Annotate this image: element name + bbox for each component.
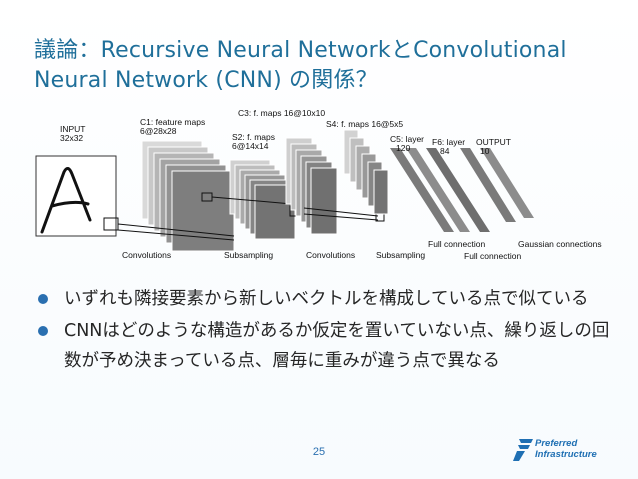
f6-label: F6: layer xyxy=(432,137,465,147)
bullet-list: いずれも隣接要素から新しいベクトルを構成している点で似ている CNNはどのような… xyxy=(38,284,618,378)
input-size: 32x32 xyxy=(60,133,83,143)
s4-label: S4: f. maps 16@5x5 xyxy=(326,119,403,129)
op-convolutions-2: Convolutions xyxy=(306,250,355,260)
f6-size: 84 xyxy=(440,146,450,156)
f6-layer xyxy=(426,148,490,232)
c5-layer-shadow xyxy=(406,148,470,232)
c5-size: 120 xyxy=(396,143,410,153)
pfi-logo-icon xyxy=(513,439,533,461)
c3-feature-maps xyxy=(285,137,338,235)
output-size: 10 xyxy=(480,146,490,156)
bullet-item: いずれも隣接要素から新しいベクトルを構成している点で似ている xyxy=(38,284,618,314)
s4-feature-maps xyxy=(343,129,389,215)
c1-label: C1: feature maps xyxy=(140,117,205,127)
bullet-icon xyxy=(38,294,48,304)
input-image xyxy=(35,155,117,237)
s2-feature-maps xyxy=(229,159,296,240)
op-subsampling-2: Subsampling xyxy=(376,250,425,260)
c1-size: 6@28x28 xyxy=(140,126,177,136)
input-label: INPUT xyxy=(60,124,86,134)
pfi-logo: Preferred Infrastructure xyxy=(513,437,623,463)
bullet-icon xyxy=(38,326,48,336)
output-layer xyxy=(460,148,516,222)
slide-title: 議論：Recursive Neural NetworkとConvolutiona… xyxy=(34,36,614,96)
output-label: OUTPUT xyxy=(476,137,511,147)
title-line-2: Neural Network (CNN) の関係？ xyxy=(34,68,378,93)
bullet-item: CNNはどのような構造があるか仮定を置いていない点、繰り返しの回数が予め決まって… xyxy=(38,316,618,376)
s2-size: 6@14x14 xyxy=(232,141,269,151)
s2-label: S2: f. maps xyxy=(232,132,275,142)
output-layer-2 xyxy=(480,148,534,218)
op-full-connection-2: Full connection xyxy=(464,251,521,261)
logo-line-1: Preferred xyxy=(535,438,578,449)
c1-feature-maps xyxy=(141,140,235,252)
bullet-text: CNNはどのような構造があるか仮定を置いていない点、繰り返しの回数が予め決まって… xyxy=(64,321,610,371)
input-letter-a xyxy=(40,167,92,234)
bullet-text: いずれも隣接要素から新しいベクトルを構成している点で似ている xyxy=(64,289,589,309)
logo-line-2: Infrastructure xyxy=(535,449,597,460)
logo-text: Preferred Infrastructure xyxy=(535,438,597,460)
c5-label: C5: layer xyxy=(390,134,424,144)
op-full-connection-1: Full connection xyxy=(428,239,485,249)
lenet-diagram: INPUT 32x32 C1: feature maps 6@28x28 C3:… xyxy=(35,108,602,261)
page-number: 25 xyxy=(312,446,326,458)
title-line-1: 議論：Recursive Neural NetworkとConvolutiona… xyxy=(34,38,567,63)
c5-layer xyxy=(390,148,454,232)
op-convolutions-1: Convolutions xyxy=(122,250,171,260)
op-gaussian: Gaussian connections xyxy=(518,239,602,249)
c3-label: C3: f. maps 16@10x10 xyxy=(238,108,325,118)
op-subsampling-1: Subsampling xyxy=(224,250,273,260)
